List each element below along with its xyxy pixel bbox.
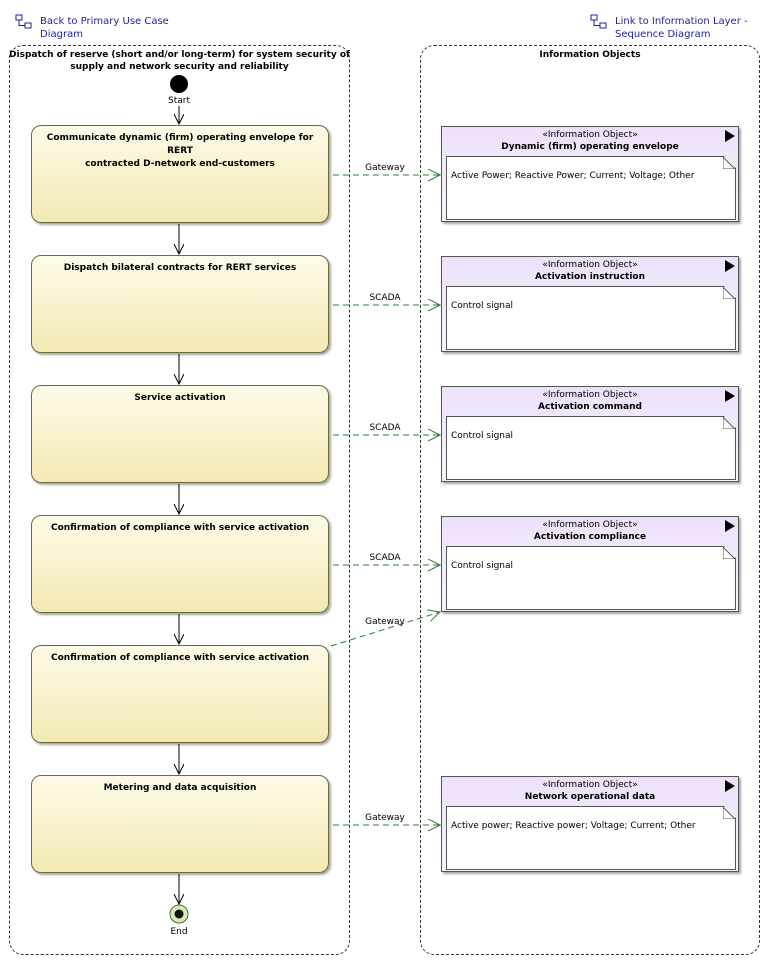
activity-label: Metering and data acquisition: [103, 783, 257, 793]
info-object-network-operational-data[interactable]: «Information Object» Network operational…: [441, 776, 739, 872]
note-fold-icon: [723, 417, 735, 429]
expand-triangle-icon: [725, 520, 735, 532]
object-attributes: Active Power; Reactive Power; Current; V…: [451, 171, 695, 181]
information-flow[interactable]: [330, 612, 440, 647]
info-object-dynamic-operating-envelope[interactable]: «Information Object» Dynamic (firm) oper…: [441, 126, 739, 222]
object-stereotype: «Information Object»: [542, 520, 638, 530]
expand-triangle-icon: [725, 260, 735, 272]
activity-lane-title: Dispatch of reserve (short and/or long-t…: [9, 49, 350, 73]
info-object-activation-compliance[interactable]: «Information Object» Activation complian…: [441, 516, 739, 612]
object-stereotype: «Information Object»: [542, 780, 638, 790]
object-attributes: Control signal: [451, 561, 514, 571]
flow-label: Gateway: [365, 163, 405, 173]
object-name: Activation compliance: [533, 532, 647, 542]
attributes-note: Control signal: [446, 416, 736, 480]
activity-label-line2: contracted D-network end-customers: [85, 159, 275, 169]
object-attributes: Active power; Reactive power; Voltage; C…: [451, 821, 696, 831]
attributes-note: Active Power; Reactive Power; Current; V…: [446, 156, 736, 220]
note-fold-icon: [723, 157, 735, 169]
note-fold-icon: [723, 287, 735, 299]
info-object-activation-command[interactable]: «Information Object» Activation command …: [441, 386, 739, 482]
diagram-link-icon: [15, 14, 32, 29]
activity-label: Service activation: [134, 393, 226, 403]
object-name: Dynamic (firm) operating envelope: [501, 142, 679, 152]
activity-confirmation-of-compliance-2[interactable]: Confirmation of compliance with service …: [31, 645, 329, 743]
start-node[interactable]: [170, 75, 188, 93]
link-text-line2: Diagram: [40, 29, 83, 40]
activity-label: Confirmation of compliance with service …: [50, 653, 310, 663]
expand-triangle-icon: [725, 780, 735, 792]
flow-label: SCADA: [369, 293, 401, 303]
info-object-activation-instruction[interactable]: «Information Object» Activation instruct…: [441, 256, 739, 352]
object-stereotype: «Information Object»: [542, 260, 638, 270]
end-label: End: [170, 927, 188, 937]
lane-title-line1: Dispatch of reserve (short and/or long-t…: [9, 50, 350, 60]
attributes-note: Active power; Reactive power; Voltage; C…: [446, 806, 736, 870]
information-objects-lane-title: Information Objects: [539, 50, 641, 60]
object-stereotype: «Information Object»: [542, 130, 638, 140]
attributes-note: Control signal: [446, 546, 736, 610]
activity-label: Dispatch bilateral contracts for RERT se…: [63, 263, 297, 273]
activity-label-line1: Communicate dynamic (firm) operating env…: [46, 133, 314, 156]
note-fold-icon: [723, 547, 735, 559]
start-label: Start: [168, 96, 190, 106]
activity-metering-and-data-acquisition[interactable]: Metering and data acquisition: [31, 775, 329, 873]
activity-dispatch-bilateral-contracts[interactable]: Dispatch bilateral contracts for RERT se…: [31, 255, 329, 353]
object-attributes: Control signal: [451, 301, 514, 311]
link-text-line1: Back to Primary Use Case: [40, 16, 169, 27]
flow-label: SCADA: [369, 553, 401, 563]
diagram-link-icon: [590, 14, 607, 29]
expand-triangle-icon: [725, 130, 735, 142]
object-name: Activation instruction: [534, 272, 646, 282]
activity-label: Confirmation of compliance with service …: [50, 523, 310, 533]
lane-title-line2: supply and network security and reliabil…: [70, 62, 289, 72]
link-text-line2: Sequence Diagram: [615, 29, 711, 40]
note-fold-icon: [723, 807, 735, 819]
flow-label: Gateway: [365, 617, 405, 627]
activity-confirmation-of-compliance-1[interactable]: Confirmation of compliance with service …: [31, 515, 329, 613]
expand-triangle-icon: [725, 390, 735, 402]
object-stereotype: «Information Object»: [542, 390, 638, 400]
object-name: Network operational data: [524, 792, 656, 802]
end-node-core: [174, 909, 184, 919]
link-text-line1: Link to Information Layer -: [615, 16, 748, 27]
flow-label: SCADA: [369, 423, 401, 433]
information-objects-lane[interactable]: [420, 45, 760, 955]
activity-label: Communicate dynamic (firm) operating env…: [42, 132, 318, 171]
object-name: Activation command: [538, 402, 642, 412]
activity-lane[interactable]: [9, 45, 350, 955]
attributes-note: Control signal: [446, 286, 736, 350]
activity-service-activation[interactable]: Service activation: [31, 385, 329, 483]
flow-label: Gateway: [365, 813, 405, 823]
activity-communicate-operating-envelope[interactable]: Communicate dynamic (firm) operating env…: [31, 125, 329, 223]
object-attributes: Control signal: [451, 431, 514, 441]
